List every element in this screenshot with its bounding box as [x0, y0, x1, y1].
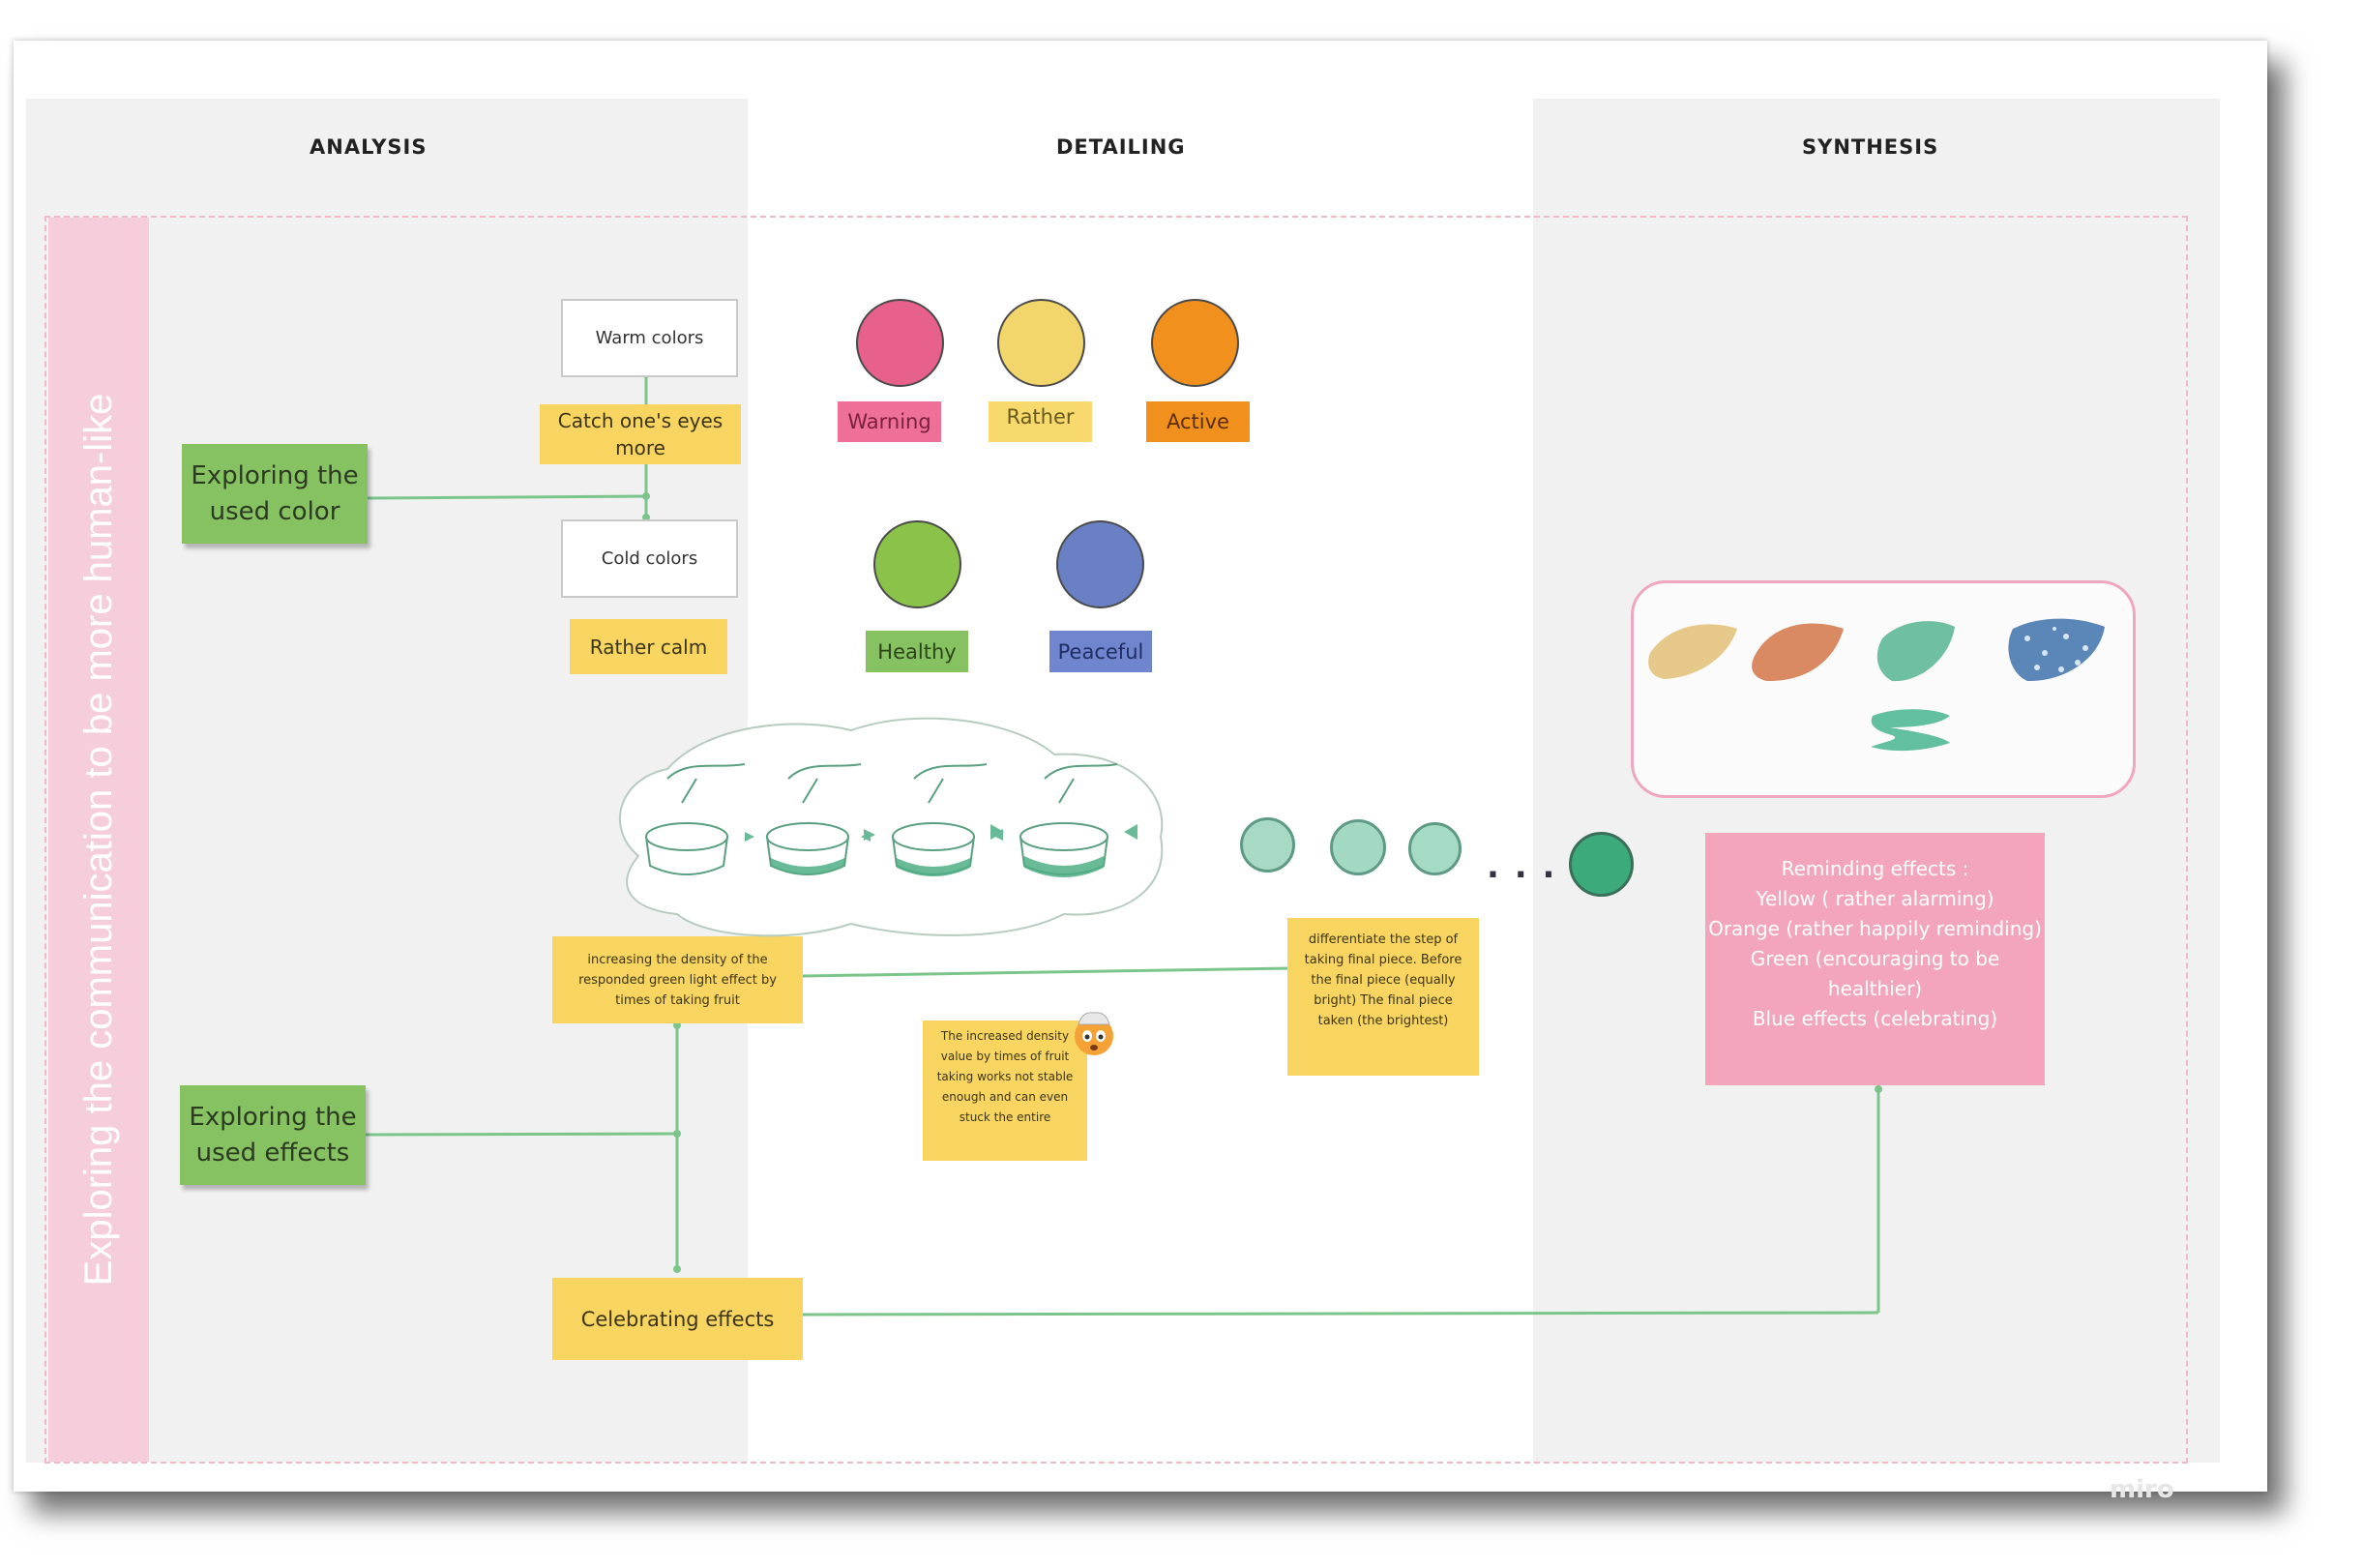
brightness-dot-3 [1408, 822, 1462, 875]
effect-swatches [1648, 618, 2105, 752]
mind-blown-emoji-icon [1075, 1012, 1113, 1055]
brightness-dot-2 [1330, 819, 1386, 875]
celebrating-effects-sticky[interactable]: Celebrating effects [552, 1278, 803, 1360]
cold-note-sticky[interactable]: Rather calm [570, 619, 727, 674]
color-topic-sticky[interactable]: Exploring the used color [182, 444, 368, 544]
reminding-line-4: Green (encouraging to be healthier) [1750, 947, 2000, 1000]
density-note-sticky[interactable]: increasing the density of the responded … [552, 936, 803, 1023]
synthesis-title: SYNTHESIS [1802, 135, 1939, 159]
rather-tag[interactable]: Rather [989, 401, 1092, 442]
active-tag[interactable]: Active [1146, 401, 1250, 442]
unstable-note-sticky[interactable]: The increased density value by times of … [923, 1021, 1087, 1161]
reminding-line-1: Reminding effects : [1781, 857, 1969, 880]
warm-note-sticky[interactable]: Catch one's eyes more [540, 404, 741, 464]
row-label-bar [48, 218, 149, 1462]
effects-topic-sticky[interactable]: Exploring the used effects [180, 1085, 366, 1185]
healthy-tag[interactable]: Healthy [866, 631, 968, 672]
row-frame [44, 216, 2188, 1464]
peaceful-color-circle [1056, 520, 1144, 608]
reminding-line-3: Orange (rather happily reminding) [1708, 917, 2042, 940]
warning-tag[interactable]: Warning [838, 401, 941, 442]
reminding-line-5: Blue effects (celebrating) [1752, 1007, 1998, 1030]
brightest-dot [1569, 832, 1634, 897]
reminding-line-2: Yellow ( rather alarming) [1756, 887, 1994, 910]
detailing-title: DETAILING [1056, 135, 1186, 159]
active-color-circle [1151, 299, 1239, 387]
reminding-effects-sticky[interactable]: Reminding effects : Yellow ( rather alar… [1705, 833, 2045, 1085]
fruit-bowl-sketch [618, 717, 1164, 937]
healthy-color-circle [873, 520, 961, 608]
rather-color-circle [997, 299, 1085, 387]
peaceful-tag[interactable]: Peaceful [1049, 631, 1152, 672]
cold-colors-box[interactable]: Cold colors [561, 519, 738, 598]
brightness-dot-1 [1240, 817, 1295, 873]
miro-watermark: miro [2110, 1475, 2174, 1504]
warning-color-circle [856, 299, 944, 387]
warm-colors-box[interactable]: Warm colors [561, 299, 738, 377]
ellipsis-dots: . . . [1487, 847, 1557, 886]
final-piece-note-sticky[interactable]: differentiate the step of taking final p… [1287, 918, 1479, 1076]
analysis-title: ANALYSIS [310, 135, 428, 159]
swatch-frame [1631, 580, 2136, 798]
